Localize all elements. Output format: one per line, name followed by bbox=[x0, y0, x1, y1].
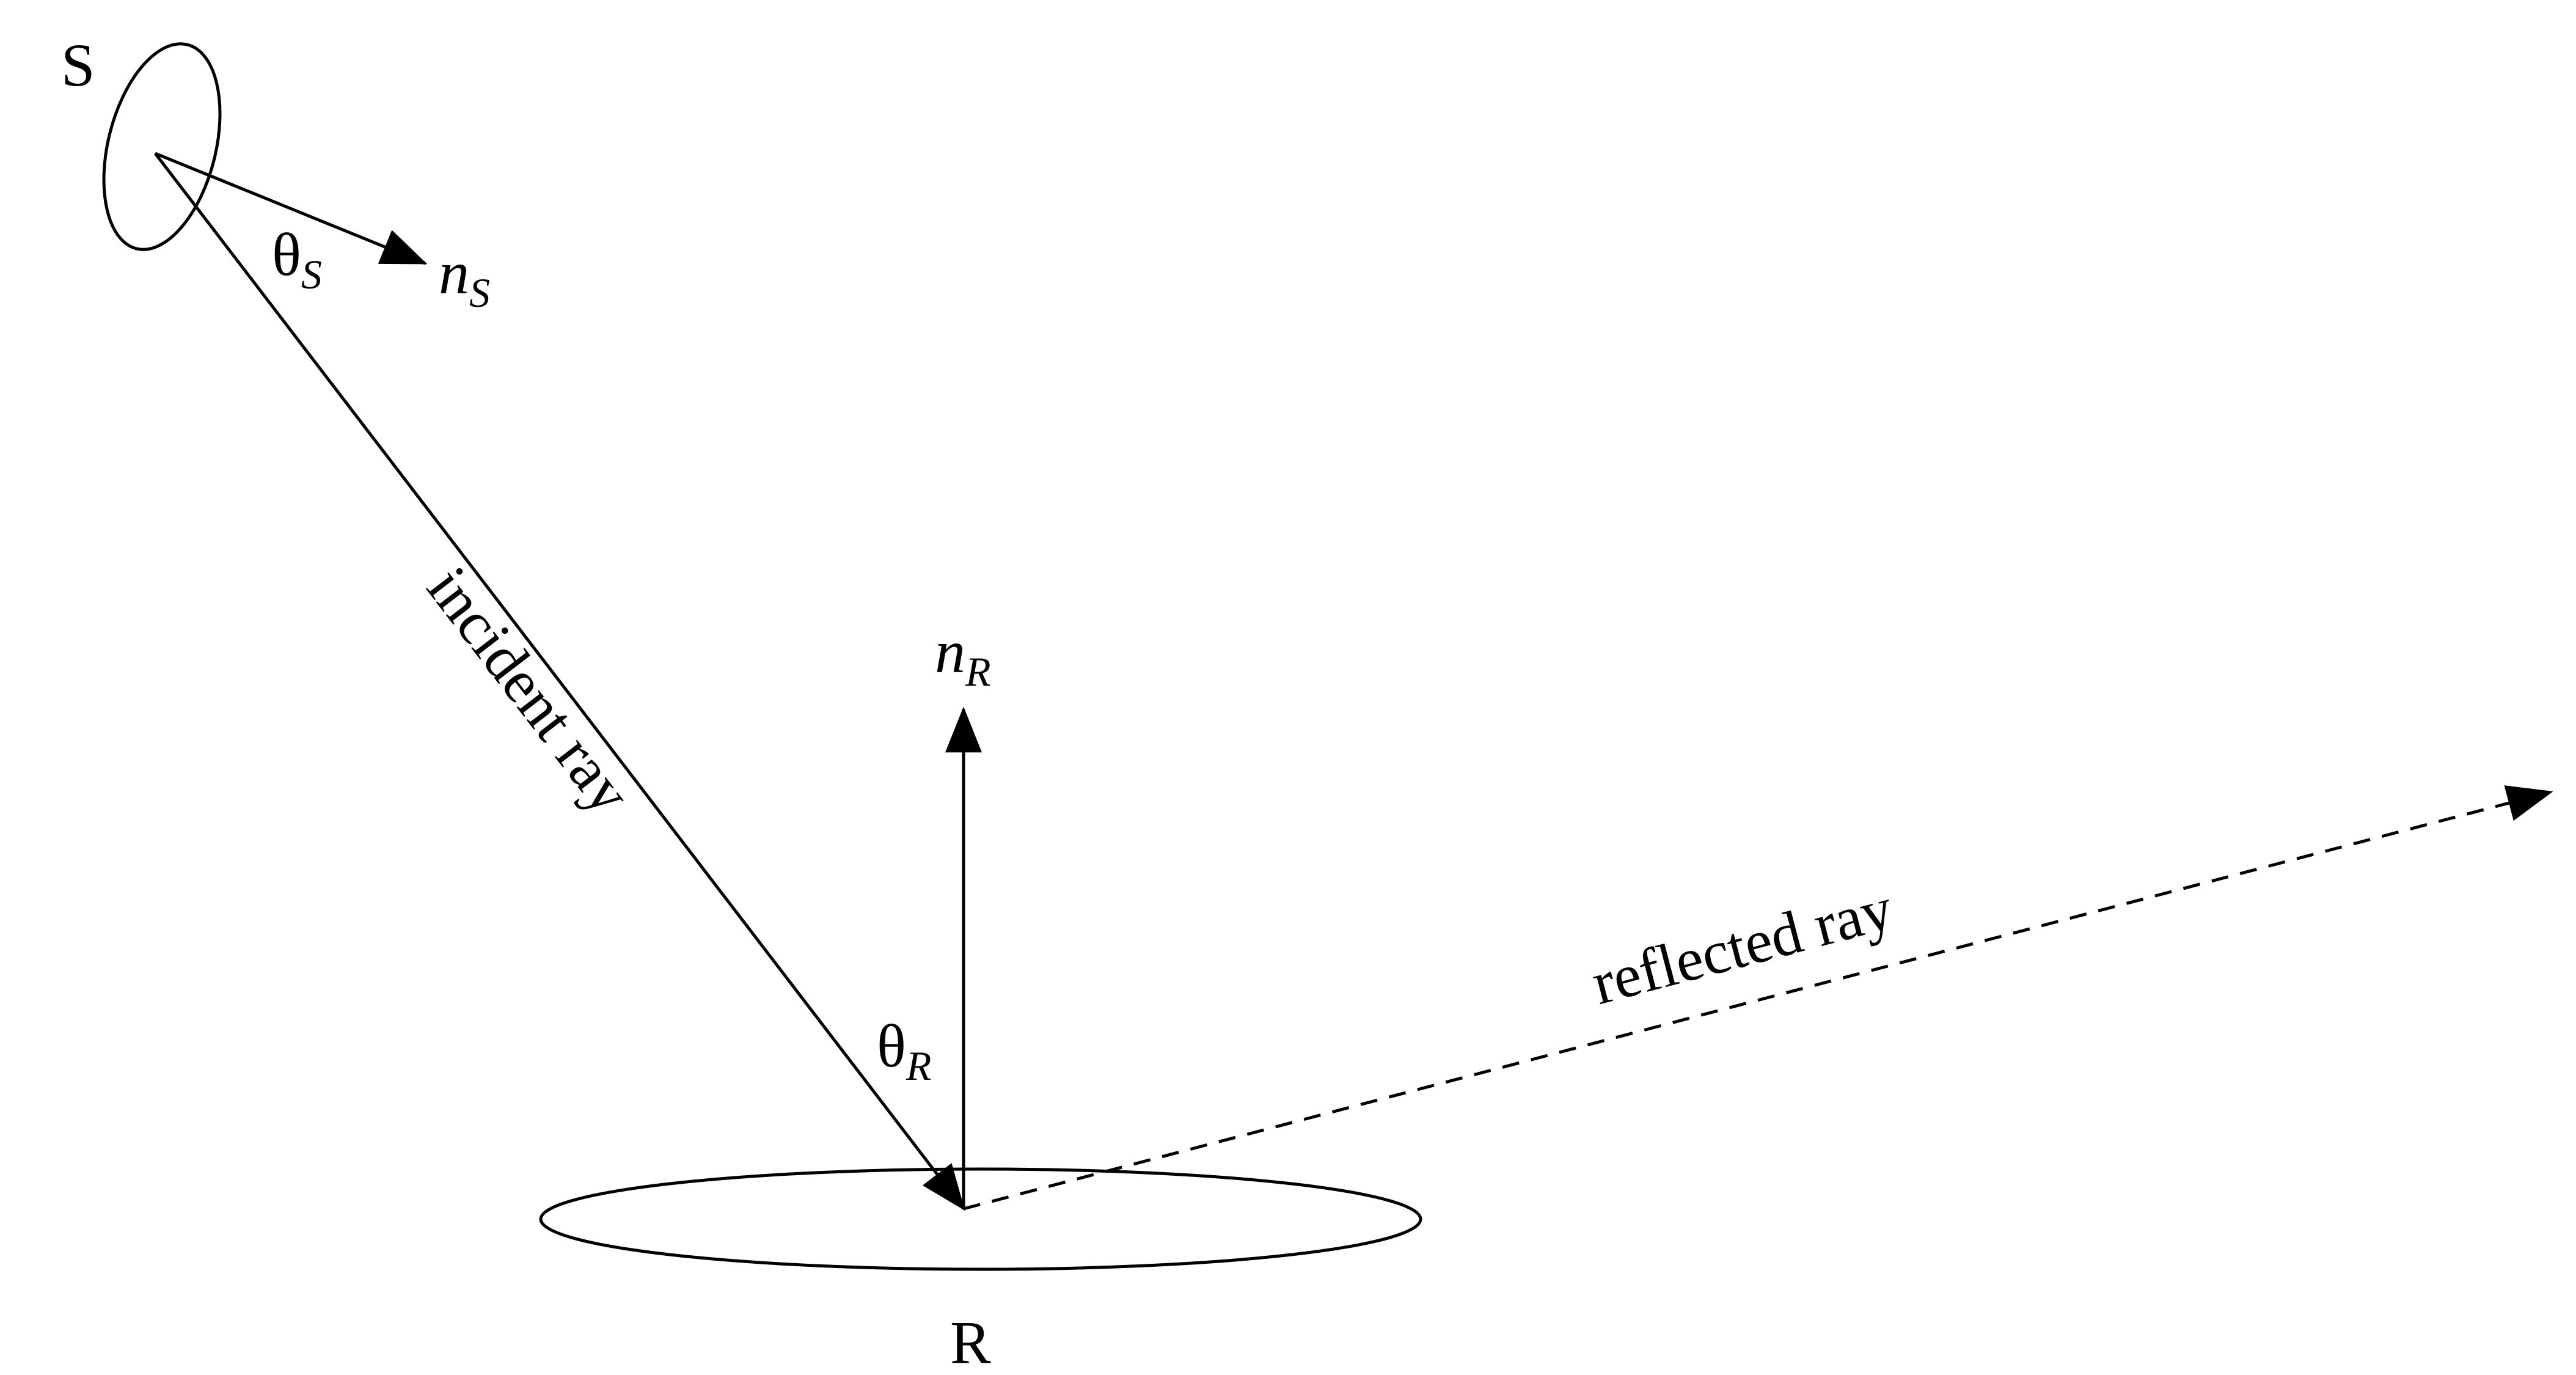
reflected-ray-label: reflected ray bbox=[1585, 874, 1899, 1018]
incident-ray bbox=[154, 152, 965, 1211]
receiver-normal-label: nR bbox=[935, 618, 991, 695]
source-normal-arrow bbox=[155, 152, 428, 265]
receiver-surface-ellipse bbox=[539, 1167, 1422, 1271]
source-label: S bbox=[61, 31, 95, 99]
source-normal-label: nS bbox=[439, 239, 490, 316]
receiver-label: R bbox=[950, 1308, 991, 1375]
source-angle-label: θS bbox=[272, 221, 322, 298]
incident-ray-label: incident ray bbox=[414, 554, 645, 826]
receiver-angle-label: θR bbox=[877, 1012, 931, 1089]
source-surface-ellipse bbox=[102, 42, 222, 251]
reflected-ray bbox=[963, 785, 2553, 1211]
